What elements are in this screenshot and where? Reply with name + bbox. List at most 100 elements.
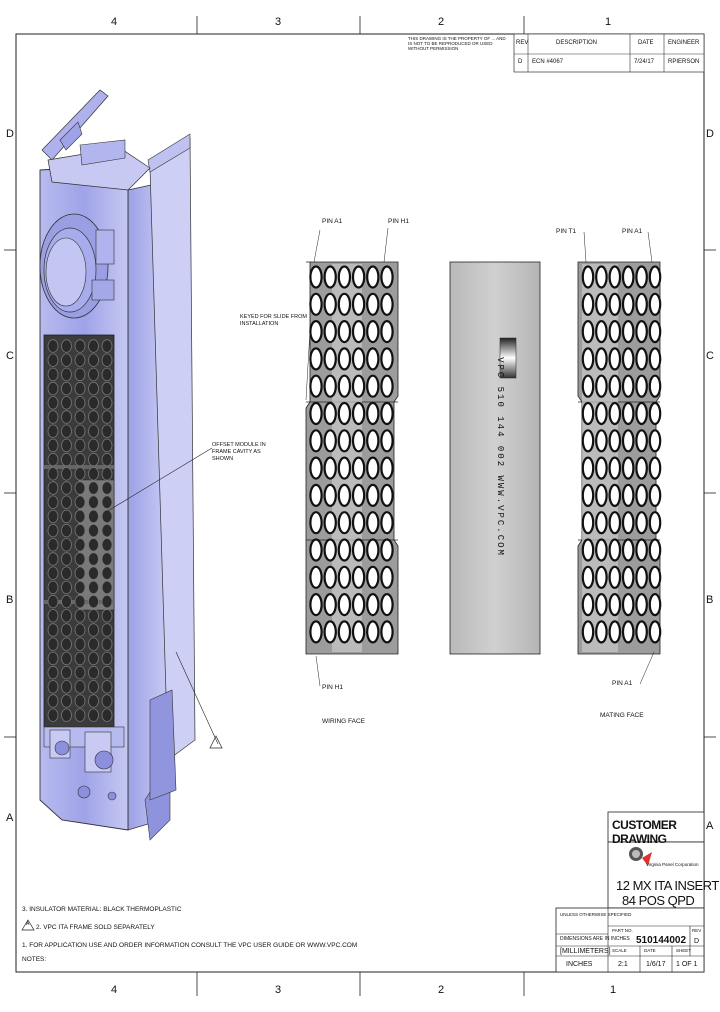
contact-cavity	[323, 620, 337, 644]
iso-contact	[101, 665, 113, 680]
zone-bottom-4: 4	[111, 984, 118, 996]
contact-cavity	[608, 565, 622, 589]
iso-contact	[74, 438, 86, 453]
iso-contact	[61, 381, 72, 396]
side-engraving: VPC 510 144 002 WWW.VPC.COM	[495, 357, 505, 557]
iso-contact	[47, 339, 59, 353]
iso-contact	[61, 509, 72, 524]
title-block-frame	[555, 811, 705, 973]
contact-cavity	[380, 292, 394, 316]
contact-cavity	[648, 374, 662, 398]
engineer-header: ENGINEER	[668, 40, 700, 46]
contact-cavity	[380, 483, 394, 507]
contact-cavity	[595, 429, 608, 453]
contact-cavity	[380, 265, 394, 289]
iso-contact	[101, 381, 113, 396]
title-line-2: 84 POS QPD	[622, 893, 695, 908]
iso-contact	[88, 410, 99, 424]
engineer-value: RPIERSON	[668, 59, 700, 65]
iso-contact	[47, 396, 59, 410]
iso-contact	[61, 694, 72, 708]
contact-cavity	[337, 565, 352, 589]
contact-cavity	[380, 456, 394, 480]
contact-cavity	[621, 620, 635, 644]
iso-contact	[61, 339, 72, 353]
contact-cavity	[608, 292, 622, 316]
zone-left-d: D	[6, 128, 14, 140]
contact-cavity	[581, 483, 595, 507]
contact-cavity	[337, 374, 352, 398]
iso-contact	[47, 509, 59, 524]
callout-offset-module: OFFSET MODULE IN FRAME CAVITY AS SHOWN	[212, 442, 266, 462]
contact-cavity	[621, 565, 635, 589]
iso-contact	[101, 523, 113, 538]
mating-face-view	[577, 231, 662, 685]
sheet-value: 1 OF 1	[676, 961, 698, 968]
contact-cavity	[648, 538, 662, 562]
contact-cavity	[309, 538, 323, 562]
iso-contact	[101, 538, 113, 552]
rev-value: D	[518, 59, 523, 65]
iso-contact	[47, 452, 59, 467]
zone-top-3: 3	[275, 16, 282, 28]
contact-cavity	[351, 538, 366, 562]
contact-cavity	[635, 347, 648, 371]
title-rev-value: D	[694, 938, 700, 945]
contact-cavity	[635, 620, 648, 644]
iso-contact	[74, 637, 86, 651]
iso-contact	[47, 353, 59, 367]
scale-value: 2:1	[618, 961, 628, 968]
contact-cavity	[648, 347, 662, 371]
iso-contact	[47, 665, 59, 680]
contact-cavity	[595, 265, 608, 289]
contact-cavity	[595, 511, 608, 535]
part-number: 510144002	[636, 935, 687, 946]
iso-contact	[74, 495, 86, 509]
iso-contact	[74, 594, 86, 609]
iso-contact	[88, 552, 99, 566]
contact-cavity	[380, 347, 394, 371]
iso-contact	[88, 353, 99, 367]
contact-cavity	[621, 592, 635, 617]
contact-cavity	[581, 401, 595, 426]
contact-cavity	[323, 292, 337, 316]
contact-cavity	[648, 292, 662, 316]
contact-cavity	[648, 429, 662, 453]
contact-cavity	[608, 401, 622, 426]
contact-cavity	[648, 592, 662, 617]
contact-cavity	[366, 320, 380, 344]
contact-cavity	[595, 401, 608, 426]
iso-contact	[61, 665, 72, 680]
contact-cavity	[635, 565, 648, 589]
iso-contact	[88, 538, 99, 552]
contact-cavity	[380, 320, 394, 344]
iso-contact	[88, 609, 99, 623]
contact-cavity	[380, 401, 394, 426]
part-label: PART NO.	[612, 928, 633, 933]
tb-date-value: 1/6/17	[646, 961, 666, 968]
contact-cavity	[351, 265, 366, 289]
notes-heading: NOTES:	[22, 956, 47, 963]
iso-contact	[47, 708, 59, 722]
iso-contact	[61, 367, 72, 382]
iso-contact	[101, 708, 113, 722]
contact-cavity	[581, 538, 595, 562]
iso-contact	[101, 637, 113, 651]
contact-cavity	[635, 483, 648, 507]
callout-pin-a1-right: PIN A1	[622, 228, 643, 235]
contact-cavity	[309, 347, 323, 371]
scale-label: SCALE	[612, 948, 627, 953]
contact-cavity	[621, 320, 635, 344]
iso-contact	[88, 495, 99, 509]
iso-contact	[74, 665, 86, 680]
contact-cavity	[608, 374, 622, 398]
contact-cavity	[581, 511, 595, 535]
contact-cavity	[351, 429, 366, 453]
contact-cavity	[380, 429, 394, 453]
iso-contact	[74, 609, 86, 623]
description-value: ECN #4067	[532, 59, 564, 65]
revision-block	[513, 33, 705, 73]
iso-contact	[88, 523, 99, 538]
revision-note: THIS DRAWING IS THE PROPERTY OF ... AND …	[408, 36, 506, 51]
